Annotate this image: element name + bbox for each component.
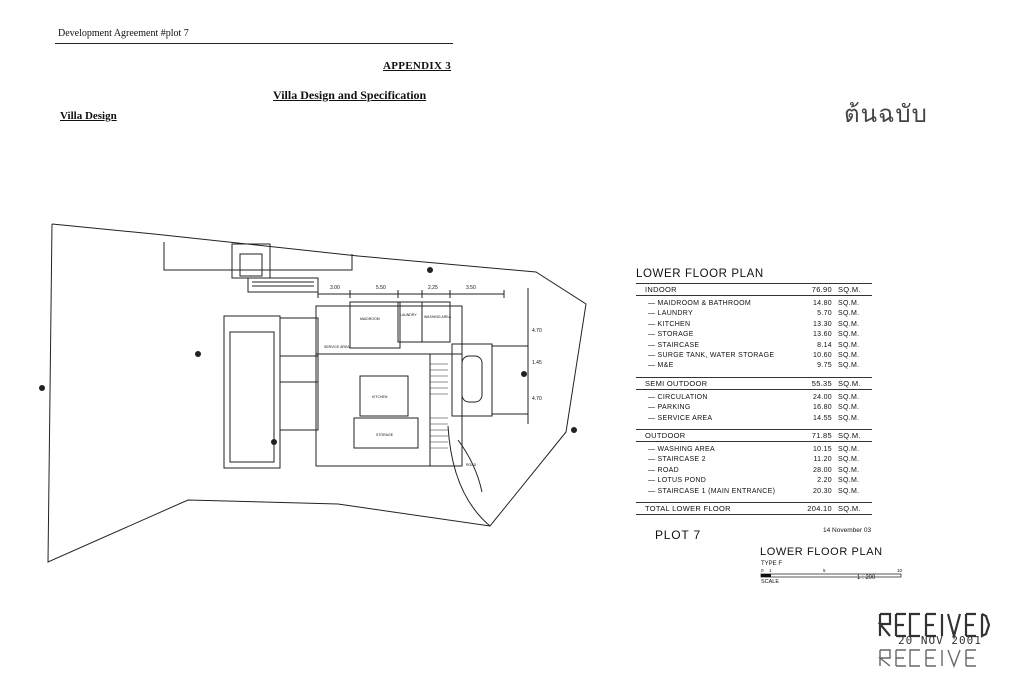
stamp-date: 20 NOV 2001: [898, 634, 982, 647]
total-row: TOTAL LOWER FLOOR 204.10 SQ.M.: [636, 502, 872, 516]
plan-dimension-label: 3.50: [466, 285, 476, 291]
plan-dimension-label: 1.45: [532, 360, 542, 366]
revision-date: 14 November 03: [823, 527, 872, 534]
section-heading: Villa Design: [60, 110, 117, 122]
scale-label: SCALE: [761, 579, 780, 585]
original-copy-stamp: ต้นฉบับ: [844, 100, 928, 128]
document-title: Development Agreement #plot 7: [58, 28, 189, 39]
scale-tick-label: 1: [769, 568, 772, 573]
area-schedule-table: LOWER FLOOR PLAN INDOOR 76.90 SQ.M. — MA…: [636, 268, 872, 516]
scale-tick-label: 0: [761, 568, 764, 573]
site-floor-plan-drawing: 3.00 5.50 2.25 3.50 4.70 1.45 4.70 MAIDR…: [39, 223, 587, 563]
section-header-indoor: INDOOR 76.90 SQ.M.: [636, 283, 872, 296]
scale-tick-label: 10: [897, 568, 903, 573]
plan-room-label: SERVICE AREA: [324, 345, 350, 349]
plan-room-label: MAIDROOM: [360, 317, 380, 321]
plan-room-label: WASHING AREA: [424, 315, 452, 319]
plan-dimension-label: 4.70: [532, 396, 542, 402]
section-header-outdoor: OUTDOOR 71.85 SQ.M.: [636, 429, 872, 443]
scale-bar: 0 1 5 10: [760, 568, 903, 578]
scale-ratio: 1 : 200: [857, 575, 876, 581]
plan-dimension-label: 4.70: [532, 328, 542, 334]
plan-dimension-label: 3.00: [330, 285, 340, 291]
plan-dimension-label: 2.25: [428, 285, 438, 291]
page-subtitle: Villa Design and Specification: [273, 88, 427, 102]
table-title: LOWER FLOOR PLAN: [636, 268, 764, 280]
header-rule: [55, 43, 453, 44]
appendix-heading: APPENDIX 3: [383, 60, 452, 72]
section-header-semi-outdoor: SEMI OUTDOOR 55.35 SQ.M.: [636, 376, 872, 390]
legend-title: LOWER FLOOR PLAN: [760, 546, 883, 558]
received-stamp: [877, 612, 991, 668]
plan-dimension-label: 5.50: [376, 285, 386, 291]
scale-tick-label: 5: [823, 568, 826, 573]
plan-room-label: KITCHEN: [372, 395, 388, 399]
plan-room-label: STORAGE: [376, 433, 394, 437]
plan-room-label: ROAD: [466, 463, 477, 467]
plot-label: PLOT 7: [655, 528, 701, 542]
legend-type: TYPE F: [761, 561, 783, 567]
plan-room-label: LAUNDRY: [400, 313, 417, 317]
